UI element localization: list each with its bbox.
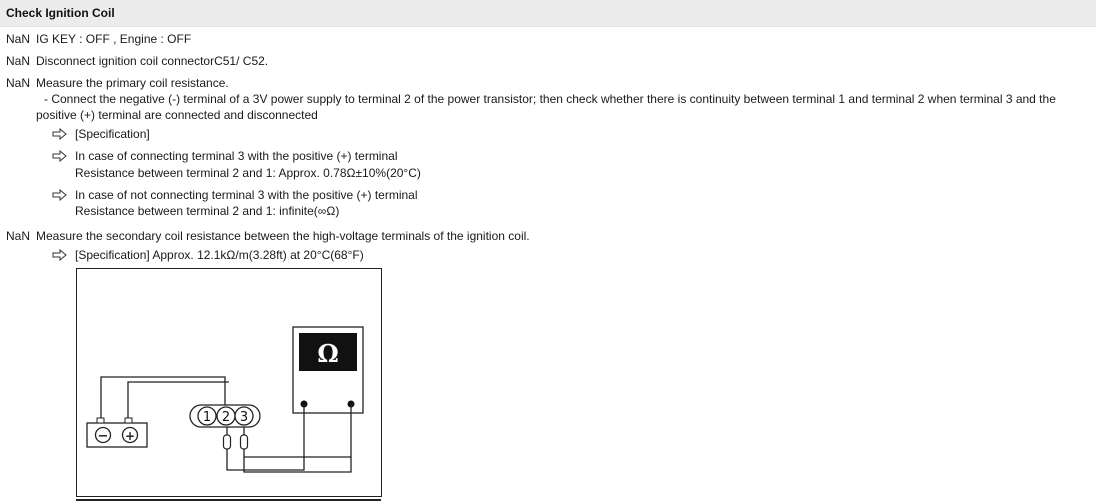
connector-icon: 1 2 3 [189, 404, 261, 428]
battery-icon: − + [86, 417, 148, 448]
step-text: IG KEY : OFF , Engine : OFF [36, 32, 192, 46]
step-number: NaN [6, 229, 31, 243]
battery-plus: + [125, 429, 135, 443]
terminal-label: 3 [240, 410, 248, 425]
wiring-diagram: Ω − + 1 2 3 [76, 268, 382, 497]
step-number: NaN [6, 76, 31, 90]
arrow-right-icon [52, 150, 68, 162]
arrow-right-icon [52, 189, 68, 201]
spec-value: Resistance between terminal 2 and 1: inf… [75, 204, 340, 218]
spec-label: [Specification] Approx. 12.1kΩ/m(3.28ft)… [75, 248, 364, 262]
terminal-label: 2 [222, 410, 230, 425]
terminal-label: 1 [203, 410, 211, 425]
step-text: Measure the primary coil resistance. [36, 76, 229, 90]
step-3: NaN Measure the primary coil resistance. [6, 76, 229, 90]
section-header: Check Ignition Coil [0, 0, 1096, 27]
section-title: Check Ignition Coil [6, 6, 115, 20]
step-number: NaN [6, 32, 31, 46]
step-1: NaN IG KEY : OFF , Engine : OFF [6, 32, 191, 46]
spec-condition: In case of connecting terminal 3 with th… [75, 149, 398, 163]
battery-minus: − [98, 429, 109, 444]
meter-symbol: Ω [317, 339, 338, 368]
ohmmeter-icon: Ω [292, 326, 364, 414]
step-number: NaN [6, 54, 31, 68]
step-detail-line: - Connect the negative (-) terminal of a… [44, 92, 1056, 106]
step-2: NaN Disconnect ignition coil connectorC51… [6, 54, 268, 68]
probe-icon [222, 427, 249, 455]
step-4: NaN Measure the secondary coil resistance… [6, 229, 530, 243]
spec-condition: In case of not connecting terminal 3 wit… [75, 188, 418, 202]
step-detail-line: positive (+) terminal are connected and … [36, 108, 318, 122]
spec-label: [Specification] [75, 127, 150, 141]
step-text: Disconnect ignition coil connectorC51/ C… [36, 54, 269, 68]
arrow-right-icon [52, 249, 68, 261]
figure-divider [76, 499, 381, 501]
arrow-right-icon [52, 128, 68, 140]
spec-value: Resistance between terminal 2 and 1: App… [75, 166, 421, 180]
step-text: Measure the secondary coil resistance be… [36, 229, 530, 243]
